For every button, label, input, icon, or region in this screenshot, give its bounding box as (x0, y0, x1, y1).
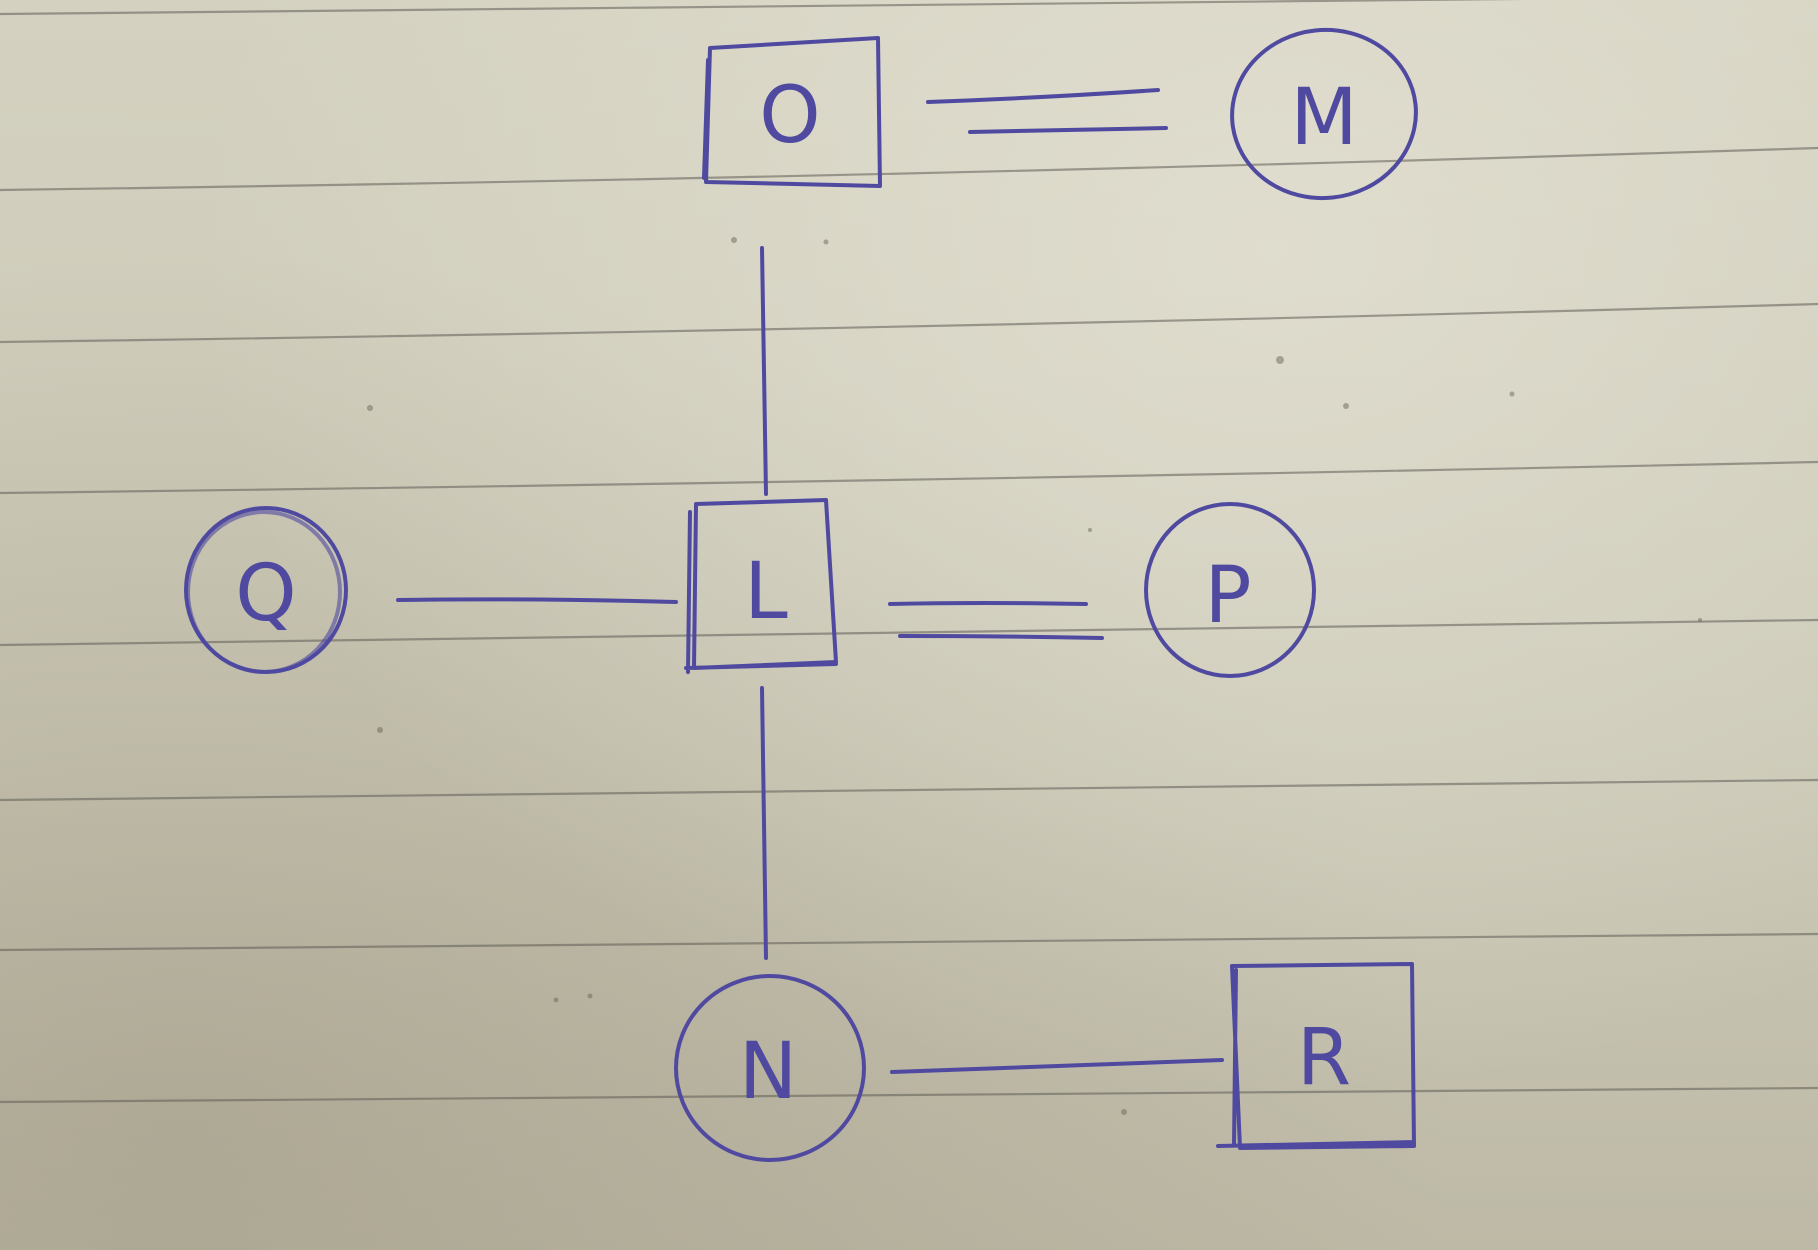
edge-n-r (890, 1058, 1224, 1074)
node-o-label: O (759, 71, 820, 161)
node-r: R (1216, 962, 1416, 1150)
node-q: Q (184, 506, 348, 674)
edge-l-p (888, 601, 1104, 640)
ruled-line (0, 778, 1818, 802)
node-l: L (684, 498, 838, 674)
node-p-label: P (1204, 551, 1251, 641)
edge-o-m (926, 88, 1168, 134)
node-m-label: M (1290, 73, 1357, 163)
node-p-circle (1144, 502, 1316, 678)
ruled-line (0, 932, 1818, 952)
node-n-circle (674, 974, 866, 1162)
node-o-box (702, 36, 882, 188)
node-q-label: Q (235, 549, 296, 639)
edge-o-l (760, 246, 768, 496)
ruled-line (0, 460, 1818, 495)
node-m-circle (1230, 27, 1418, 201)
node-q-circle-overstroke (186, 510, 342, 674)
node-n: N (674, 974, 866, 1162)
edges (396, 88, 1224, 1074)
edge-q-l (396, 597, 678, 604)
edge-l-n (760, 686, 768, 960)
node-n-label: N (739, 1027, 797, 1117)
node-r-box (1216, 962, 1416, 1150)
ruled-line (0, 302, 1818, 344)
node-m: M (1230, 27, 1418, 201)
ruled-line (0, 146, 1818, 192)
node-p: P (1144, 502, 1316, 678)
node-l-box (684, 498, 838, 674)
ruled-line (0, 0, 1419, 16)
ruled-line (0, 1086, 1818, 1104)
paper-specks (367, 237, 1702, 1115)
node-o: O (702, 36, 882, 188)
node-r-label: R (1297, 1013, 1351, 1103)
node-l-label: L (744, 547, 788, 637)
